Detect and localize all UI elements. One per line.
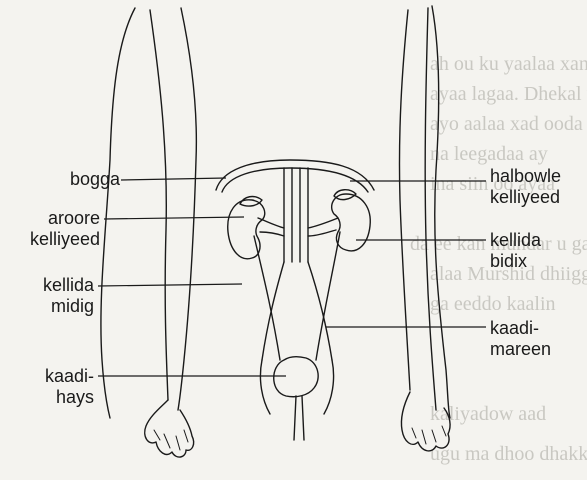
torso-left-outline [101, 8, 135, 418]
right-arm-inner [399, 10, 410, 390]
urethra [294, 396, 304, 440]
left-hand [145, 400, 194, 457]
iliac-left [262, 262, 284, 360]
label-kaadi-mareen: kaadi- mareen [490, 318, 585, 360]
aorta [284, 168, 292, 262]
left-arm-outer [150, 10, 168, 400]
label-bogga: bogga [40, 169, 120, 190]
leader-bogga [121, 178, 226, 180]
bleed-line: ga eeddo kaalin [430, 293, 556, 315]
bleed-line: ayo aalaa xad ooda oo [430, 113, 587, 135]
leader-kellida-midig [98, 284, 242, 286]
bleed-line: na leegadaa ay [430, 143, 548, 165]
label-kaadi-hays: kaadi- hays [0, 366, 94, 408]
left-arm-inner [178, 8, 196, 410]
bleed-line: ayaa lagaa. Dhekal uo [430, 83, 587, 105]
label-halbowle-kelliyeed: halbowle kelliyeed [490, 166, 585, 208]
ureter-right [254, 236, 280, 360]
diaphragm-inner [222, 168, 368, 192]
bladder [274, 357, 318, 397]
adrenal-gland-right [240, 197, 262, 207]
label-kellida-midig: kellida midig [0, 275, 94, 317]
bleed-line: ah ou ku yaalaa xanga [430, 53, 587, 75]
vena-cava [300, 168, 308, 262]
label-aroore-kelliyeed: aroore kelliyeed [0, 208, 100, 250]
renal-vessels-right [308, 218, 338, 236]
leader-aroore-kelliyeed [104, 217, 244, 219]
iliac-right [308, 262, 332, 360]
pelvis-right [324, 360, 334, 414]
kidney-right [228, 200, 265, 259]
pelvis-left [260, 360, 270, 414]
label-kellida-bidix: kellida bidix [490, 230, 585, 272]
bleed-line: ugu ma dhoo dhakkaa [430, 443, 587, 465]
diaphragm-dome [216, 160, 374, 190]
